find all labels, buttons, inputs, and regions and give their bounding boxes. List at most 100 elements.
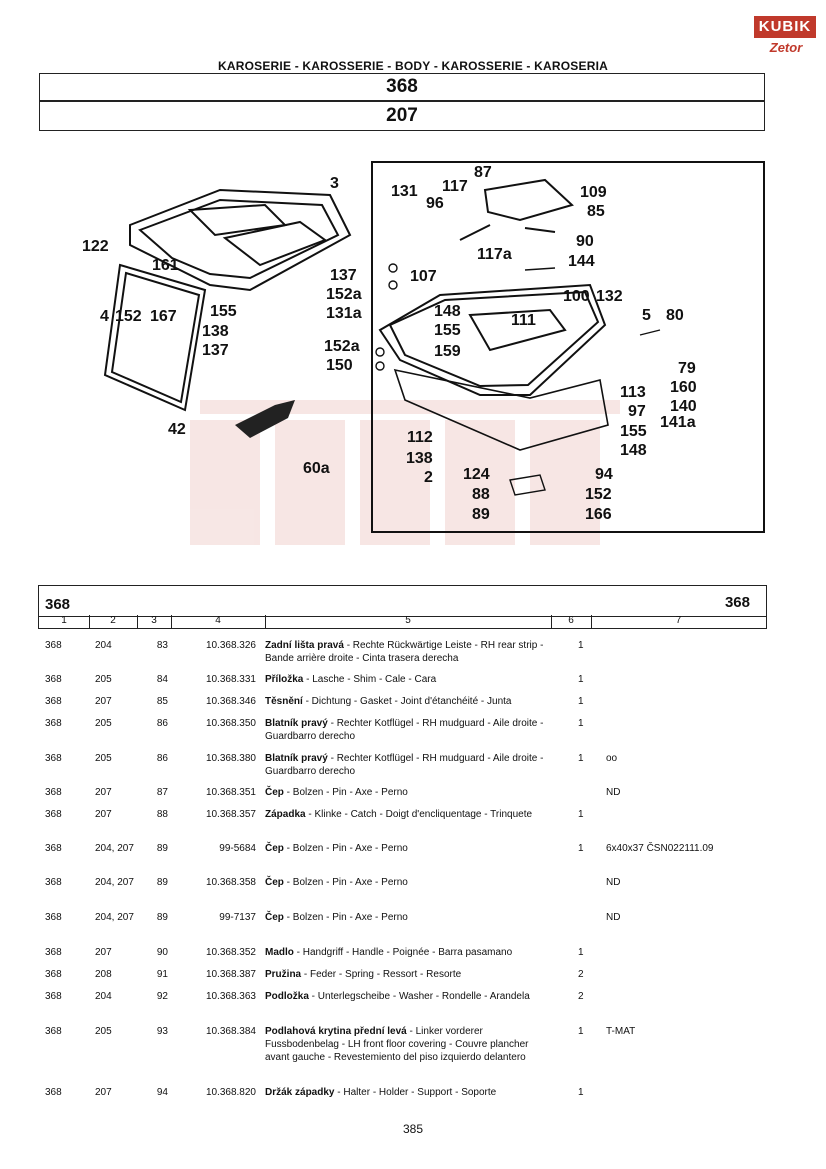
cell-quantity: 1 [578, 809, 584, 820]
cell-position: 91 [156, 969, 168, 980]
callout-97: 97 [628, 403, 646, 420]
callout-155-detail: 155 [434, 322, 461, 339]
col-header-5: 5 [405, 615, 411, 626]
callout-167: 167 [150, 308, 177, 325]
callout-148: 148 [434, 303, 461, 320]
cell-position: 86 [156, 718, 168, 729]
cell-part-number: 10.368.352 [205, 947, 256, 958]
callout-124: 124 [463, 466, 490, 483]
part-translations: - Bolzen - Pin - Axe - Perno [283, 912, 408, 923]
cell-description: Čep - Bolzen - Pin - Axe - Perno [265, 842, 555, 855]
col-header-6: 6 [568, 615, 574, 626]
callout-160: 160 [670, 379, 697, 396]
cell-group: 368 [45, 912, 62, 923]
part-translations: - Linker vorderer Fussbodenbelag - LH fr… [265, 1026, 529, 1063]
callout-150: 150 [326, 357, 353, 374]
cell-quantity: 1 [578, 947, 584, 958]
cell-description: Pružina - Feder - Spring - Ressort - Res… [265, 968, 555, 981]
part-name: Zadní lišta pravá [265, 640, 344, 651]
cell-subgroup: 207 [95, 787, 112, 798]
callout-131a: 131a [326, 305, 362, 322]
roof-panel [129, 188, 352, 292]
callout-138-detail: 138 [406, 450, 433, 467]
cell-subgroup: 208 [95, 969, 112, 980]
cell-subgroup: 207 [95, 947, 112, 958]
cell-part-number: 10.368.350 [205, 718, 256, 729]
lining-panel [393, 368, 609, 451]
cell-quantity: 1 [578, 718, 584, 729]
callout-87: 87 [474, 164, 492, 181]
part-name: Čep [265, 843, 284, 854]
exploded-parts-diagram: 3 122 161 4 152 167 155 138 137 42 131 9… [60, 150, 780, 550]
callout-131: 131 [391, 183, 418, 200]
cell-note: 6x40x37 ČSN022111.09 [606, 843, 714, 854]
callout-79: 79 [678, 360, 696, 377]
cell-part-number: 10.368.820 [205, 1087, 256, 1098]
part-translations: - Bolzen - Pin - Axe - Perno [283, 843, 408, 854]
cell-description: Madlo - Handgriff - Handle - Poignée - B… [265, 946, 555, 959]
section-title: KAROSERIE - KAROSSERIE - BODY - KAROSSER… [218, 59, 608, 73]
callout-152a-lower: 152a [324, 338, 360, 355]
callout-144: 144 [568, 253, 595, 270]
cell-group: 368 [45, 947, 62, 958]
cell-group: 368 [45, 1026, 62, 1037]
group-label-right: 368 [724, 594, 750, 611]
cell-group: 368 [45, 969, 62, 980]
detail-frame [371, 161, 765, 533]
cell-part-number: 10.368.331 [205, 674, 256, 685]
group-label-left: 368 [45, 596, 71, 613]
callout-148-lower: 148 [620, 442, 647, 459]
col-header-7: 7 [675, 615, 682, 626]
part-name: Podložka [265, 991, 309, 1002]
cell-subgroup: 205 [95, 718, 112, 729]
cell-quantity: 2 [578, 969, 584, 980]
cell-quantity: 1 [578, 753, 584, 764]
cell-group: 368 [45, 1087, 62, 1098]
cell-quantity: 1 [578, 1026, 584, 1037]
cell-description: Čep - Bolzen - Pin - Axe - Perno [265, 911, 555, 924]
cell-quantity: 1 [578, 696, 584, 707]
cell-quantity: 1 [578, 1087, 584, 1098]
cell-description: Držák západky - Halter - Holder - Suppor… [265, 1086, 555, 1099]
callout-166: 166 [585, 506, 612, 523]
small-hardware [375, 263, 661, 496]
callout-140: 140 [670, 398, 697, 415]
callout-152-detail: 152 [585, 486, 612, 503]
callout-80: 80 [666, 307, 684, 324]
cell-group: 368 [45, 640, 62, 651]
part-name: Blatník pravý [265, 753, 328, 764]
callout-2: 2 [424, 469, 433, 486]
cell-description: Blatník pravý - Rechter Kotflügel - RH m… [265, 752, 555, 778]
cell-description: Blatník pravý - Rechter Kotflügel - RH m… [265, 717, 555, 743]
cell-description: Čep - Bolzen - Pin - Axe - Perno [265, 876, 555, 889]
cell-subgroup: 205 [95, 674, 112, 685]
logo-top-text: KUBIK [758, 18, 812, 35]
cell-position: 87 [156, 787, 168, 798]
cell-group: 368 [45, 991, 62, 1002]
cell-description: Podložka - Unterlegscheibe - Washer - Ro… [265, 990, 555, 1003]
col-header-2: 2 [110, 615, 116, 626]
cell-subgroup: 204, 207 [95, 912, 134, 923]
part-translations: - Bolzen - Pin - Axe - Perno [283, 877, 408, 888]
callout-137-detail: 137 [330, 267, 357, 284]
part-translations: - Bolzen - Pin - Axe - Perno [283, 787, 408, 798]
parts-table-header: 368 368 [38, 585, 767, 617]
group-number: 368 [39, 73, 765, 101]
callout-90: 90 [576, 233, 594, 250]
callout-112: 112 [407, 429, 433, 446]
column-headers: 1 2 3 4 5 6 7 [38, 615, 767, 629]
cell-quantity: 1 [578, 674, 584, 685]
part-name: Příložka [265, 674, 304, 685]
callout-113: 113 [620, 384, 646, 401]
cell-quantity: 1 [578, 843, 584, 854]
cell-position: 89 [156, 877, 168, 888]
cell-position: 89 [156, 912, 168, 923]
cell-part-number: 10.368.351 [205, 787, 256, 798]
part-name: Podlahová krytina přední levá [265, 1026, 407, 1037]
logo-bottom-text: Zetor [769, 40, 803, 55]
cell-part-number: 10.368.384 [205, 1026, 256, 1037]
cell-description: Čep - Bolzen - Pin - Axe - Perno [265, 786, 555, 799]
direction-arrow [235, 400, 295, 438]
callout-117a: 117a [477, 246, 512, 263]
callout-159: 159 [434, 343, 461, 360]
